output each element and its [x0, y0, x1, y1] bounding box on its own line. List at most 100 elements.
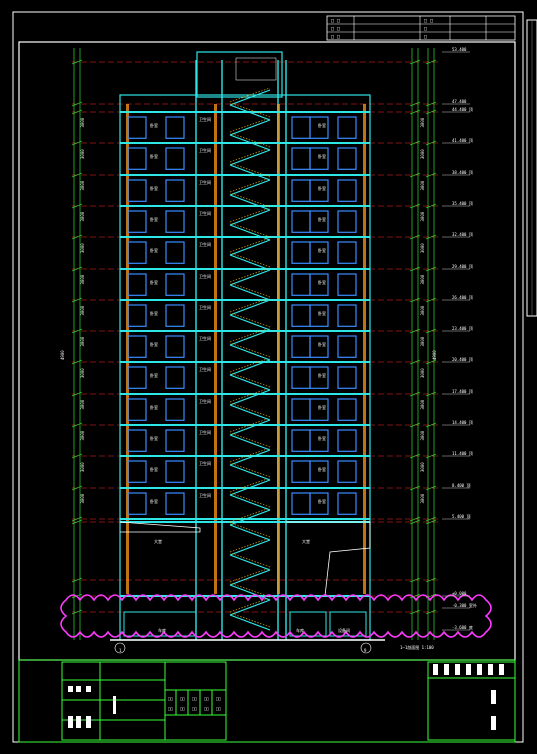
svg-text:□□: □□: [168, 696, 173, 701]
elevation-label: 47.400: [452, 99, 467, 104]
stair-hatch: [229, 192, 271, 208]
dim-tick: [425, 453, 437, 459]
room-label: 卧室: [150, 466, 158, 472]
room-label: 卧室: [318, 372, 326, 378]
svg-text:□□: □□: [192, 696, 197, 701]
stair-flight: [229, 539, 271, 556]
building-outline: [119, 94, 371, 641]
dim-tick: [409, 328, 421, 334]
axis-label-9: 9: [364, 648, 367, 653]
room-label: 卫生间: [199, 116, 211, 122]
dim-tick: [425, 266, 437, 272]
basement-label-right: 车库: [296, 627, 304, 633]
room-label: 卫生间: [199, 210, 211, 216]
room-label: 卧室: [150, 185, 158, 191]
room-label: 卫生间: [199, 147, 211, 153]
stair-flight: [229, 254, 271, 271]
dim-tick: [409, 453, 421, 459]
elevation-label: 17.400 顶: [452, 389, 473, 394]
stair-hatch: [229, 267, 271, 283]
window: [337, 429, 357, 452]
canopy-right: [286, 521, 371, 597]
elevation-label: 41.400 顶: [452, 138, 473, 143]
stair-flight: [229, 284, 271, 301]
elevation-label: 5.400 顶: [452, 514, 470, 519]
lobby-label-right: 大堂: [302, 538, 310, 544]
window: [165, 492, 185, 515]
dim-value: 3000: [420, 493, 425, 503]
window: [291, 398, 311, 421]
dim-tick: [409, 422, 421, 428]
dim-tick: [71, 609, 83, 615]
stair-flight: [229, 209, 271, 226]
stair-flight: [229, 269, 271, 286]
window: [337, 398, 357, 421]
dim-value: 3000: [420, 274, 425, 284]
svg-text:□□: □□: [168, 706, 173, 711]
stair-hatch: [229, 207, 271, 223]
stair-hatch: [229, 312, 271, 328]
stair-flight: [229, 509, 271, 526]
window: [165, 179, 185, 202]
stair-hatch: [229, 582, 271, 598]
svg-text:□□: □□: [192, 706, 197, 711]
basement-label-left: 车库: [158, 627, 166, 633]
stair-flight: [229, 524, 271, 541]
dim-value: 3000: [80, 117, 85, 127]
room-label: 卧室: [318, 279, 326, 285]
stair-hatch: [229, 492, 271, 508]
window: [337, 116, 357, 139]
window: [337, 335, 357, 358]
dim-tick: [71, 359, 83, 365]
stair-hatch: [229, 87, 271, 103]
dimension-chain-right: 3000300030003000300030003000300030003000…: [409, 48, 437, 640]
dim-tick: [425, 328, 437, 334]
room-label: 卧室: [318, 216, 326, 222]
dim-value: 3000: [420, 211, 425, 221]
dim-value: 3000: [80, 399, 85, 409]
stair-flight: [229, 149, 271, 166]
dim-tick: [409, 391, 421, 397]
window: [127, 273, 147, 296]
tb-cell-r0c1: □ □: [424, 18, 433, 24]
window: [291, 335, 311, 358]
stair-flight: [229, 389, 271, 406]
elevation-label: 35.400 顶: [452, 201, 473, 206]
room-label: 卫生间: [199, 492, 211, 498]
dim-tick: [71, 519, 83, 525]
room-label: 卧室: [318, 498, 326, 504]
dim-tick: [71, 172, 83, 178]
window: [165, 147, 185, 170]
window: [165, 429, 185, 452]
dim-tick: [71, 203, 83, 209]
room-label: 卫生间: [199, 366, 211, 372]
window: [337, 492, 357, 515]
window: [309, 492, 329, 515]
stair-hatch: [229, 237, 271, 253]
tb-cell-r1c1: □: [424, 26, 427, 32]
window: [309, 179, 329, 202]
stair-hatch: [229, 537, 271, 553]
elevation-label: 44.400 顶: [452, 107, 473, 112]
stair-flight: [229, 569, 271, 586]
window: [309, 304, 329, 327]
elevation-label: 23.400 顶: [452, 326, 473, 331]
dim-tick: [71, 391, 83, 397]
room-label: 卫生间: [199, 241, 211, 247]
room-label: 卧室: [318, 247, 326, 253]
stair-hatch: [229, 432, 271, 448]
dim-tick: [425, 101, 437, 107]
window: [291, 460, 311, 483]
elevation-label: 14.400 顶: [452, 420, 473, 425]
section-title: 1—1剖面图 1:100: [400, 644, 434, 650]
stair-flight: [229, 224, 271, 241]
dim-tick: [409, 359, 421, 365]
window: [291, 429, 311, 452]
dim-tick: [71, 422, 83, 428]
stair-flight: [229, 344, 271, 361]
stair-hatch: [229, 162, 271, 178]
stair-hatch: [229, 177, 271, 193]
window: [165, 398, 185, 421]
room-label: 卫生间: [199, 460, 211, 466]
dim-tick: [71, 577, 83, 583]
